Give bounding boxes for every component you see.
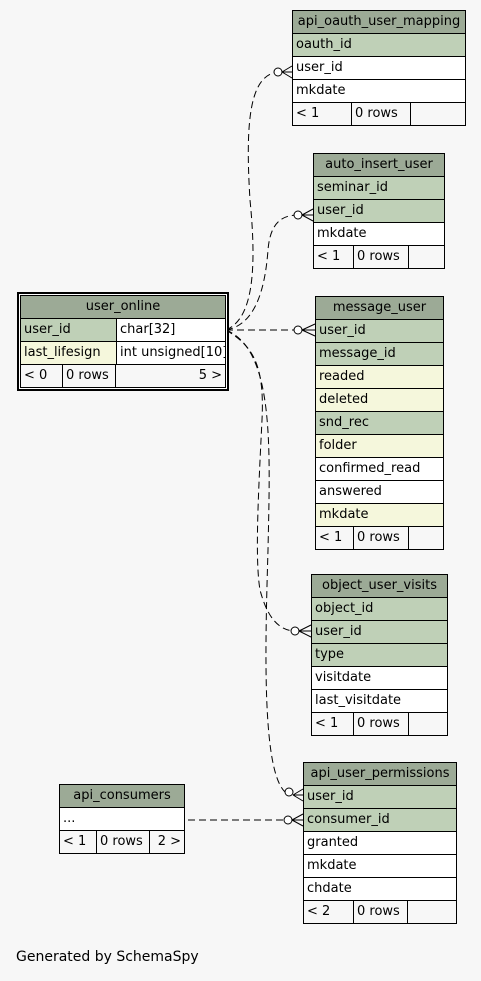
column-readed: readed	[316, 366, 443, 389]
column-type: int unsigned[10]	[120, 345, 225, 360]
column-user-id: user_id	[314, 200, 444, 223]
row-count: 0 rows	[354, 901, 408, 923]
child-count	[409, 527, 443, 549]
column-type: type	[312, 644, 447, 667]
table-footer: < 1 0 rows	[314, 246, 444, 268]
parent-count: < 1	[312, 713, 354, 735]
column-answered: answered	[316, 481, 443, 504]
link-end-message	[293, 325, 303, 335]
row-count: 0 rows	[354, 713, 409, 735]
column-mkdate: mkdate	[314, 223, 444, 246]
column-folder: folder	[316, 435, 443, 458]
column-name: last_lifesign	[21, 342, 117, 364]
column-visitdate: visitdate	[312, 667, 447, 690]
column-confirmed-read: confirmed_read	[316, 458, 443, 481]
table-api-oauth-user-mapping[interactable]: api_oauth_user_mapping oauth_id user_id …	[292, 10, 466, 126]
table-title: api_user_permissions	[304, 763, 456, 786]
table-api-consumers[interactable]: api_consumers ... < 1 0 rows 2 >	[59, 784, 185, 854]
parent-count: < 1	[293, 103, 352, 125]
child-count	[408, 901, 456, 923]
parent-count: < 0	[21, 365, 63, 387]
table-footer: < 2 0 rows	[304, 901, 456, 923]
link-end-auto-insert	[293, 210, 303, 220]
column-message-id: message_id	[316, 343, 443, 366]
column-object-id: object_id	[312, 598, 447, 621]
child-count	[409, 246, 444, 268]
column-user-id: user_id	[293, 57, 465, 80]
link-auto-insert-user	[225, 214, 299, 331]
child-count: 5 >	[198, 368, 222, 383]
column-oauth-id: oauth_id	[293, 34, 465, 57]
child-count	[411, 103, 465, 125]
column-mkdate: mkdate	[293, 80, 465, 103]
child-count: 2 >	[157, 834, 181, 849]
row-count: 0 rows	[97, 831, 150, 853]
table-object-user-visits[interactable]: object_user_visits object_id user_id typ…	[311, 574, 448, 736]
column-granted: granted	[304, 832, 456, 855]
link-api-user-permissions	[225, 329, 286, 793]
link-end-oauth	[273, 67, 283, 77]
column-snd-rec: snd_rec	[316, 412, 443, 435]
table-title: auto_insert_user	[314, 154, 444, 177]
column-last-lifesign: last_lifesign int unsigned[10]	[21, 342, 225, 365]
column-type: char[32]	[120, 322, 176, 337]
table-footer: < 1 0 rows	[312, 713, 447, 735]
table-footer: < 1 0 rows 2 >	[60, 831, 184, 853]
parent-count: < 1	[316, 527, 354, 549]
link-end-permissions-user	[284, 787, 294, 797]
link-object-user-visits	[225, 329, 295, 632]
link-api-oauth-user-mapping	[225, 71, 279, 331]
table-user-online[interactable]: user_online user_id char[32] last_lifesi…	[17, 292, 229, 391]
column-mkdate: mkdate	[304, 855, 456, 878]
column-user-id: user_id	[316, 320, 443, 343]
column-name: user_id	[21, 319, 117, 341]
table-title: api_oauth_user_mapping	[293, 11, 465, 34]
row-count: 0 rows	[354, 246, 409, 268]
parent-count: < 1	[314, 246, 354, 268]
column-user-id: user_id	[304, 786, 456, 809]
row-count: 0 rows	[354, 527, 409, 549]
column-deleted: deleted	[316, 389, 443, 412]
table-title: object_user_visits	[312, 575, 447, 598]
table-api-user-permissions[interactable]: api_user_permissions user_id consumer_id…	[303, 762, 457, 924]
row-count: 0 rows	[352, 103, 411, 125]
row-count: 0 rows	[63, 365, 116, 387]
column-chdate: chdate	[304, 878, 456, 901]
column-seminar-id: seminar_id	[314, 177, 444, 200]
column-user-id: user_id	[312, 621, 447, 644]
generated-by-label: Generated by SchemaSpy	[16, 949, 199, 965]
table-title: user_online	[21, 296, 225, 319]
parent-count: < 2	[304, 901, 354, 923]
table-title: message_user	[316, 297, 443, 320]
table-footer: < 1 0 rows	[316, 527, 443, 549]
column-last-visitdate: last_visitdate	[312, 690, 447, 713]
table-auto-insert-user[interactable]: auto_insert_user seminar_id user_id mkda…	[313, 153, 445, 269]
table-footer: < 1 0 rows	[293, 103, 465, 125]
table-message-user[interactable]: message_user user_id message_id readed d…	[315, 296, 444, 550]
column-mkdate: mkdate	[316, 504, 443, 527]
column-consumer-id: consumer_id	[304, 809, 456, 832]
column-user-id: user_id char[32]	[21, 319, 225, 342]
column-ellipsis: ...	[60, 808, 184, 831]
link-end-permissions-consumer	[283, 815, 293, 825]
table-title: api_consumers	[60, 785, 184, 808]
link-end-visits	[290, 626, 300, 636]
child-count	[409, 713, 447, 735]
table-footer: < 0 0 rows 5 >	[21, 365, 225, 387]
parent-count: < 1	[60, 831, 97, 853]
